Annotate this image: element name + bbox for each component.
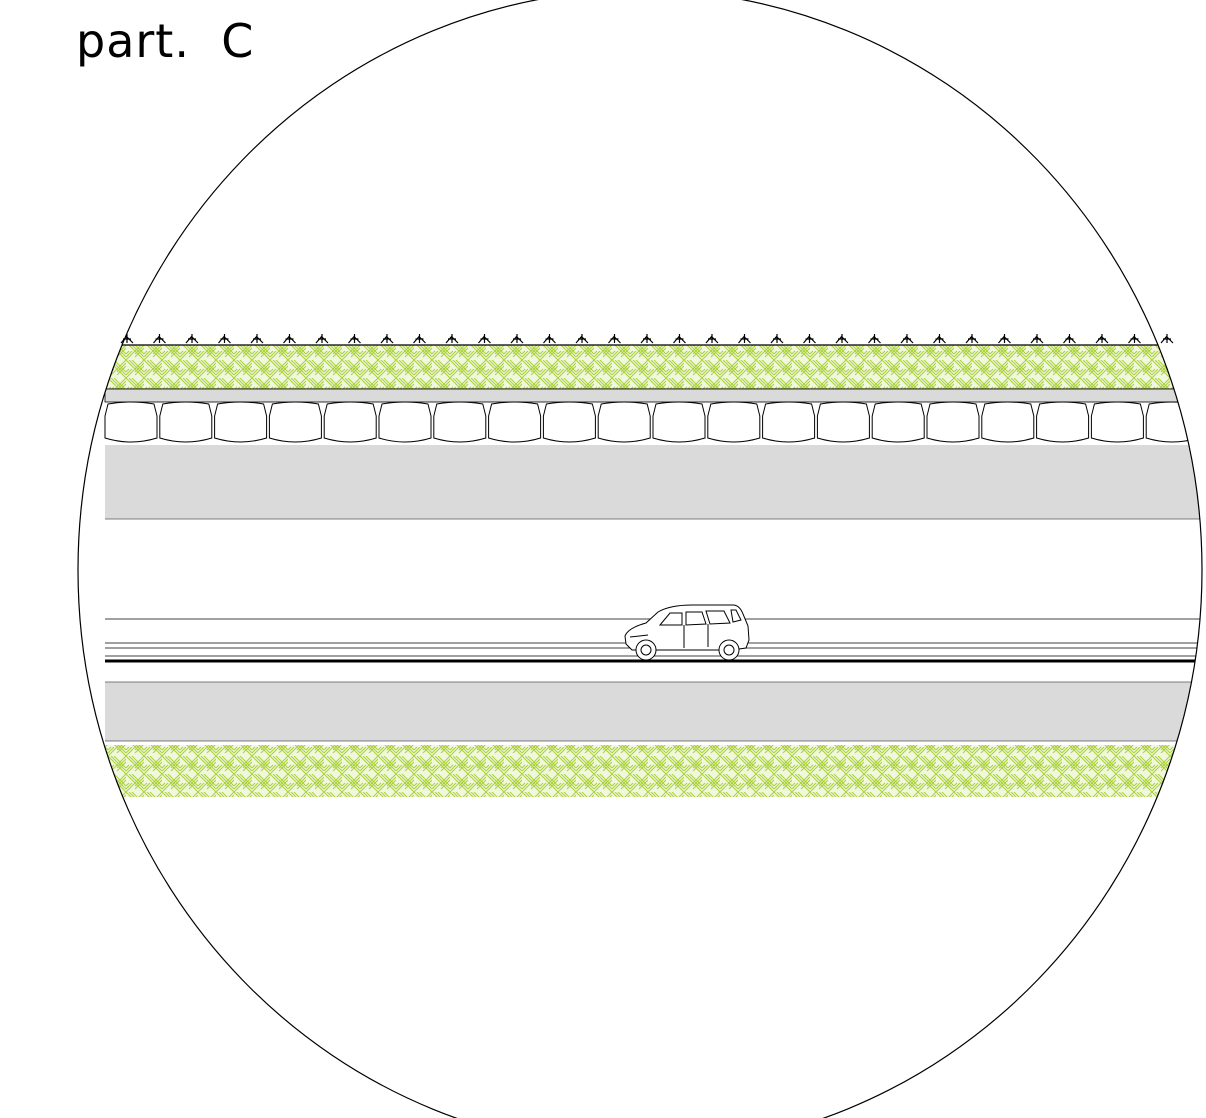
grass-tuft <box>348 334 361 344</box>
grass-tuft <box>575 334 589 344</box>
grass-tuft <box>413 334 426 344</box>
grass-tuft <box>998 334 1011 344</box>
grass-tuft <box>250 334 264 344</box>
hollow-core-cell <box>214 401 268 443</box>
hollow-core-cell <box>926 401 980 443</box>
hollow-core-cell <box>981 401 1035 443</box>
part-title: part. C <box>76 14 255 68</box>
section-layers <box>104 344 1202 797</box>
grass-tuft <box>1095 334 1109 344</box>
hollow-core-cell <box>871 401 925 443</box>
concrete-deck <box>105 445 1202 519</box>
upper-slab <box>104 388 1202 403</box>
grass-tuft <box>900 334 914 344</box>
hollow-core-cell <box>597 401 651 443</box>
grass-tuft <box>965 334 979 344</box>
grass-tuft <box>738 334 751 344</box>
grass-tuft-icon <box>120 334 1174 344</box>
hollow-core-cell <box>707 401 761 443</box>
hollow-core-cell <box>433 401 487 443</box>
hollow-core-cell <box>104 401 158 443</box>
hollow-core-cell <box>762 401 816 443</box>
lower-slab <box>105 682 1202 741</box>
grass-tuft <box>868 334 881 344</box>
grass-tuft <box>380 334 394 344</box>
grass-tuft <box>478 334 491 344</box>
hollow-core-cell <box>542 401 596 443</box>
grass-tuft <box>445 334 459 344</box>
grass-tuft <box>608 334 621 344</box>
grass-tuft <box>283 334 296 344</box>
hollow-core-cell <box>488 401 542 443</box>
hollow-core-cell <box>268 401 322 443</box>
grass-tuft <box>218 334 231 344</box>
hollow-core-cell <box>652 401 706 443</box>
hollow-core-cell <box>816 401 870 443</box>
road-lines <box>105 618 1202 663</box>
grass-tuft <box>185 334 199 344</box>
grass-tuft <box>803 334 816 344</box>
grass-tuft <box>1160 334 1174 344</box>
grass-tuft <box>1063 334 1076 344</box>
grass-tuft <box>1128 334 1141 344</box>
bottom-soil-layer <box>105 745 1202 797</box>
hollow-core-cell <box>1090 401 1144 443</box>
hollow-core-cell <box>378 401 432 443</box>
grass-tuft <box>315 334 329 344</box>
hollow-core-cell <box>159 401 213 443</box>
detail-circle <box>77 0 1203 1118</box>
grass-tuft <box>510 334 524 344</box>
grass-tuft <box>153 334 166 344</box>
grass-tuft <box>1030 334 1044 344</box>
hollow-core-cell <box>1200 401 1202 443</box>
car-icon <box>624 604 750 661</box>
grass-tuft <box>835 334 849 344</box>
grass-tuft <box>705 334 719 344</box>
grass-tuft <box>543 334 556 344</box>
grass-tuft <box>770 334 784 344</box>
grass-tuft <box>640 334 654 344</box>
hollow-core-cells <box>104 401 1202 443</box>
grass-tuft <box>673 334 686 344</box>
hollow-core-cell <box>1036 401 1090 443</box>
top-soil-layer <box>105 345 1202 389</box>
grass-tuft <box>933 334 946 344</box>
hollow-core-cell <box>323 401 377 443</box>
hollow-core-cell <box>1145 401 1199 443</box>
